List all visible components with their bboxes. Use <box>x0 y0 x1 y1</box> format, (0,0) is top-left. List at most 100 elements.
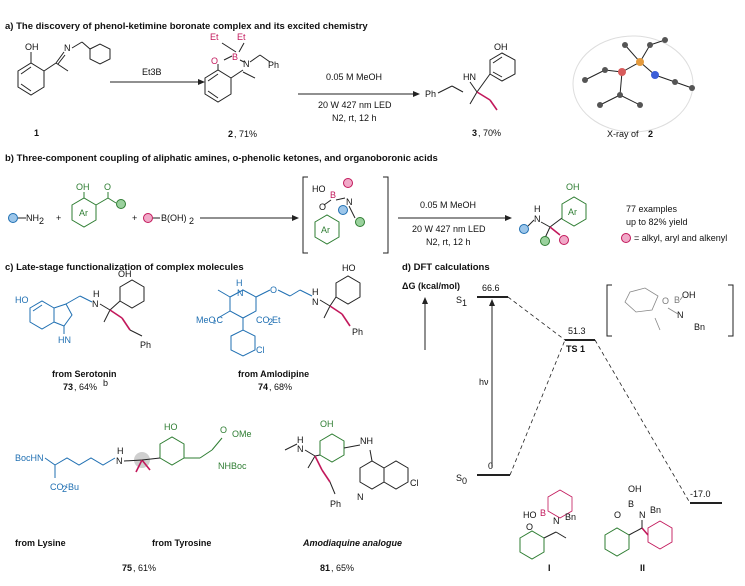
svg-text:H: H <box>93 289 100 299</box>
svg-text:B: B <box>232 52 238 62</box>
svg-text:OH: OH <box>25 42 39 52</box>
svg-text:N: N <box>297 444 304 454</box>
xray-structure-image <box>572 35 695 133</box>
svg-text:N: N <box>346 197 353 207</box>
s1-subscript: 1 <box>462 298 467 308</box>
svg-text:Ar: Ar <box>79 208 88 218</box>
s0-subscript: 0 <box>462 476 467 486</box>
svg-text:Et: Et <box>272 315 281 325</box>
svg-text:Ar: Ar <box>568 207 577 217</box>
svg-text:B: B <box>330 190 336 200</box>
intermediate-1-structure: HO B N Bn O <box>519 489 576 560</box>
svg-text:B: B <box>540 508 546 518</box>
svg-text:ᵗBu: ᵗBu <box>66 482 79 492</box>
condition-a-solvent: 0.05 M MeOH <box>326 72 382 82</box>
svg-text:HN: HN <box>463 72 476 82</box>
svg-text:OH: OH <box>682 290 696 300</box>
svg-text:N: N <box>534 214 541 224</box>
svg-text:O: O <box>104 182 111 192</box>
svg-text:B: B <box>628 499 634 509</box>
svg-text:Bn: Bn <box>650 505 661 515</box>
svg-text:OH: OH <box>118 269 132 279</box>
s1-energy: 66.6 <box>482 283 500 293</box>
svg-text:N: N <box>116 456 123 466</box>
m74-source: from Amlodipine <box>238 369 309 379</box>
svg-text:Ph: Ph <box>425 89 436 99</box>
svg-text:H: H <box>117 446 124 456</box>
svg-text:CO: CO <box>256 315 270 325</box>
section-b-title: b) Three-component coupling of aliphatic… <box>5 153 438 164</box>
svg-text:OH: OH <box>566 182 580 192</box>
compound-3-label: 3 <box>472 128 477 138</box>
svg-text:N: N <box>237 288 244 298</box>
section-a-title: a) The discovery of phenol-ketimine boro… <box>5 21 368 32</box>
svg-text:N: N <box>243 59 250 69</box>
svg-text:OH: OH <box>320 419 334 429</box>
svg-text:OH: OH <box>628 484 642 494</box>
svg-text:B(OH): B(OH) <box>161 213 187 223</box>
energy-axis-label: ΔG (kcal/mol) <box>402 281 460 291</box>
svg-text:Ar: Ar <box>321 225 330 235</box>
svg-text:NH: NH <box>360 436 373 446</box>
condition-b-light: 20 W 427 nm LED <box>412 224 486 234</box>
product-general-structure: H N Ar OH <box>519 182 587 246</box>
svg-text:N: N <box>357 492 364 502</box>
svg-text:N: N <box>553 516 560 526</box>
boronate-complex-intermediate: HO B N Ar O <box>302 176 389 254</box>
condition-b-atmosphere: N2, rt, 12 h <box>426 237 471 247</box>
m74-yield: , 68% <box>269 382 292 392</box>
m81-number: 81 <box>320 563 330 573</box>
compound-75-structure: BocHN CO 2 ᵗBu H N HO O OMe NHBoc <box>15 422 252 494</box>
svg-text:HO: HO <box>164 422 178 432</box>
compound-3-structure: Ph HN OH <box>425 42 516 111</box>
svg-text:+: + <box>56 213 61 223</box>
condition-b-solvent: 0.05 M MeOH <box>420 200 476 210</box>
svg-text:HO: HO <box>15 295 29 305</box>
m81-yield: , 65% <box>331 563 354 573</box>
path-s1-ts <box>507 296 566 341</box>
xray-caption: X-ray of <box>607 129 639 139</box>
svg-text:O: O <box>270 285 277 295</box>
s1-label: S <box>456 295 462 305</box>
ts1-energy: 51.3 <box>568 326 586 336</box>
svg-text:Ph: Ph <box>330 499 341 509</box>
svg-text:O: O <box>319 202 326 212</box>
svg-text:O: O <box>662 296 669 306</box>
m74-number: 74 <box>258 382 268 392</box>
svg-text:Bn: Bn <box>565 512 576 522</box>
svg-text:NH: NH <box>26 213 39 223</box>
svg-text:Cl: Cl <box>256 345 265 355</box>
legend-r-group-marker <box>621 233 631 243</box>
compound-2-yield: , 71% <box>234 129 257 139</box>
m75-source-lysine: from Lysine <box>15 538 66 548</box>
product-energy: -17.0 <box>690 489 711 499</box>
svg-text:Ph: Ph <box>140 340 151 350</box>
svg-text:H: H <box>297 435 304 445</box>
m81-source: Amodiaquine analogue <box>302 538 402 548</box>
svg-text:H: H <box>312 287 319 297</box>
svg-text:₂C: ₂C <box>213 315 223 325</box>
ketone-reagent: Ar OH O <box>71 182 126 228</box>
svg-text:N: N <box>312 297 319 307</box>
svg-text:HO: HO <box>523 510 537 520</box>
ts1-structure: O B OH N Bn <box>606 284 734 337</box>
svg-text:NHBoc: NHBoc <box>218 461 247 471</box>
svg-text:HN: HN <box>58 335 71 345</box>
section-d-title: d) DFT calculations <box>402 262 490 273</box>
svg-text:Ph: Ph <box>352 327 363 337</box>
legend-r-group-text: = alkyl, aryl and alkenyl <box>634 233 727 243</box>
intermediate-2-label: II <box>640 563 645 573</box>
svg-text:2: 2 <box>62 484 67 494</box>
compound-2-structure: O B Et Et N Ph <box>204 32 279 103</box>
svg-text:O: O <box>614 510 621 520</box>
s0-energy: 0 <box>488 461 493 471</box>
svg-text:Et: Et <box>237 32 246 42</box>
svg-text:Bn: Bn <box>694 322 705 332</box>
svg-text:OH: OH <box>494 42 508 52</box>
svg-text:N: N <box>92 299 99 309</box>
svg-text:HO: HO <box>312 184 326 194</box>
hv-label: hν <box>479 377 489 387</box>
compound-1-structure: OH N <box>17 41 111 96</box>
